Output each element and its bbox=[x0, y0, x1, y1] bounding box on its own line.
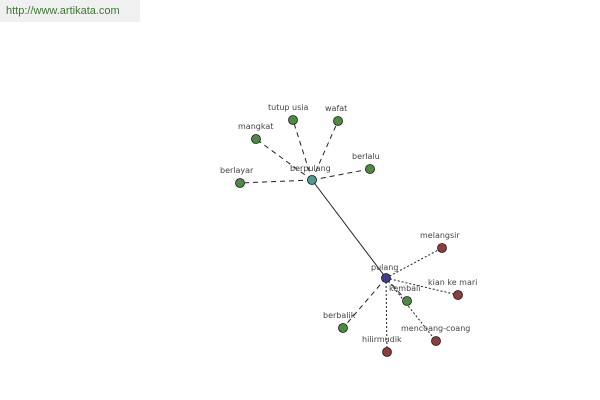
node-label-mangkat: mangkat bbox=[238, 122, 273, 131]
watermark-url: http://www.artikata.com bbox=[0, 0, 140, 22]
node-dot-melangsir[interactable] bbox=[437, 243, 447, 253]
node-label-berpulang: berpulang bbox=[290, 164, 331, 173]
edge-berpulang-mangkat bbox=[255, 138, 313, 181]
node-dot-berpulang[interactable] bbox=[307, 175, 317, 185]
node-label-melangsir: melangsir bbox=[420, 231, 460, 240]
node-wafat[interactable]: wafat bbox=[325, 104, 347, 126]
edge-berpulang-berlayar bbox=[239, 179, 313, 184]
node-kembali[interactable]: kembali bbox=[389, 284, 421, 306]
node-dot-mencoang-coang[interactable] bbox=[431, 336, 441, 346]
edge-berpulang-tutup-usia bbox=[292, 119, 313, 181]
edge-pulang-berbalik bbox=[342, 277, 387, 329]
node-dot-berbalik[interactable] bbox=[338, 323, 348, 333]
node-tutup-usia[interactable]: tutup usia bbox=[268, 103, 308, 125]
edge-pulang-berpulang bbox=[311, 179, 387, 279]
edge-pulang-mencoang-coang bbox=[385, 277, 437, 342]
node-dot-kembali[interactable] bbox=[402, 296, 412, 306]
nodes-layer: pulang berpulang tutup usia wafat mangkat ber… bbox=[220, 103, 477, 357]
node-label-berlayar: berlayar bbox=[220, 166, 254, 175]
node-label-tutup-usia: tutup usia bbox=[268, 103, 308, 112]
node-hilirmudik[interactable]: hilirmudik bbox=[362, 335, 402, 357]
node-label-berbalik: berbalik bbox=[323, 311, 356, 320]
node-mangkat[interactable]: mangkat bbox=[238, 122, 273, 144]
node-dot-berlalu[interactable] bbox=[365, 164, 375, 174]
node-melangsir[interactable]: melangsir bbox=[420, 231, 460, 253]
edges-layer bbox=[239, 119, 459, 353]
node-pulang[interactable]: pulang bbox=[371, 263, 398, 283]
node-dot-kian-ke-mari[interactable] bbox=[453, 290, 463, 300]
node-dot-pulang[interactable] bbox=[381, 273, 391, 283]
node-dot-berlayar[interactable] bbox=[235, 178, 245, 188]
node-label-pulang: pulang bbox=[371, 263, 398, 272]
node-dot-mangkat[interactable] bbox=[251, 134, 261, 144]
edge-pulang-melangsir bbox=[385, 247, 443, 279]
node-dot-wafat[interactable] bbox=[333, 116, 343, 126]
node-label-mencoang-coang: mencoang-coang bbox=[401, 324, 470, 333]
node-kian-ke-mari[interactable]: kian ke mari bbox=[428, 278, 477, 300]
node-label-kian-ke-mari: kian ke mari bbox=[428, 278, 477, 287]
node-mencoang-coang[interactable]: mencoang-coang bbox=[401, 324, 470, 346]
node-berpulang[interactable]: berpulang bbox=[290, 164, 331, 185]
node-dot-hilirmudik[interactable] bbox=[382, 347, 392, 357]
node-label-wafat: wafat bbox=[325, 104, 347, 113]
node-dot-tutup-usia[interactable] bbox=[288, 115, 298, 125]
node-berlalu[interactable]: berlalu bbox=[352, 152, 380, 174]
edge-pulang-kian-ke-mari bbox=[385, 277, 459, 296]
edge-berpulang-berlalu bbox=[311, 168, 371, 181]
node-berbalik[interactable]: berbalik bbox=[323, 311, 356, 333]
node-label-berlalu: berlalu bbox=[352, 152, 380, 161]
node-label-hilirmudik: hilirmudik bbox=[362, 335, 402, 344]
edge-pulang-hilirmudik bbox=[385, 277, 388, 353]
node-label-kembali: kembali bbox=[389, 284, 421, 293]
node-berlayar[interactable]: berlayar bbox=[220, 166, 254, 188]
edge-berpulang-wafat bbox=[311, 120, 339, 181]
